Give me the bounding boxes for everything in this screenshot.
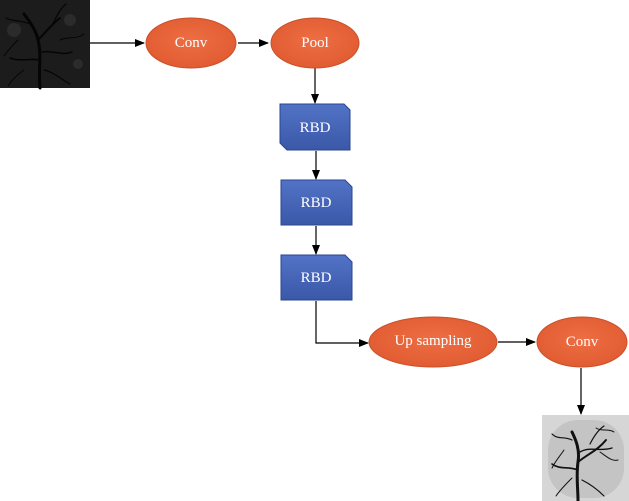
rbd-node-2-label: RBD xyxy=(301,195,332,211)
arrow-rbd-3-to-up-sampling xyxy=(315,301,369,347)
rbd-node-2: RBD xyxy=(280,179,353,226)
output-image xyxy=(542,415,629,501)
pool-node: Pool xyxy=(270,17,360,69)
connectors xyxy=(90,39,585,415)
rbd-node-1-label: RBD xyxy=(300,120,331,136)
conv-node-1-label: Conv xyxy=(175,35,208,51)
conv-node-1: Conv xyxy=(145,17,237,69)
rbd-node-1: RBD xyxy=(279,103,351,151)
conv-node-2: Conv xyxy=(536,316,628,368)
up-sampling-node: Up sampling xyxy=(368,316,498,368)
rbd-node-3-label: RBD xyxy=(301,270,332,286)
pool-node-label: Pool xyxy=(301,35,329,51)
rbd-node-3: RBD xyxy=(280,254,353,301)
input-image xyxy=(0,0,90,90)
conv-node-2-label: Conv xyxy=(566,334,599,350)
up-sampling-node-label: Up sampling xyxy=(394,333,472,349)
